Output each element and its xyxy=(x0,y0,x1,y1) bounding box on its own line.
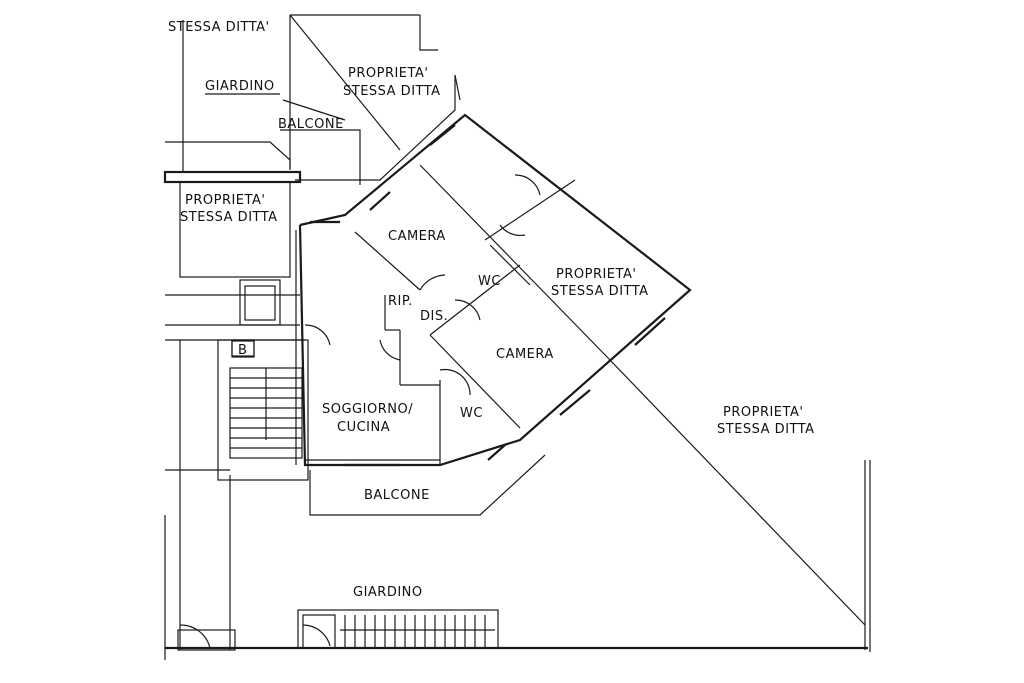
label-proprieta-far-2: STESSA DITTA xyxy=(717,422,815,437)
label-proprieta-top-2: STESSA DITTA xyxy=(343,84,441,99)
label-proprieta-far: PROPRIETA' xyxy=(723,405,803,420)
label-proprieta-left-2: STESSA DITTA xyxy=(180,210,278,225)
label-stessa-ditta-top: STESSA DITTA' xyxy=(168,20,270,35)
label-proprieta-right: PROPRIETA' xyxy=(556,267,636,282)
label-dis: DIS. xyxy=(420,309,448,324)
label-giardino-bottom: GIARDINO xyxy=(353,585,423,600)
label-balcone-bottom: BALCONE xyxy=(364,488,430,503)
label-stair-b: B xyxy=(238,343,247,358)
label-camera-2: CAMERA xyxy=(496,347,554,362)
label-cucina: CUCINA xyxy=(337,420,390,435)
walls xyxy=(163,14,871,660)
label-wc-2: WC xyxy=(460,406,483,421)
label-balcone-top: BALCONE xyxy=(278,117,344,132)
label-proprieta-right-2: STESSA DITTA xyxy=(551,284,649,299)
stair-b-box xyxy=(231,340,255,358)
label-proprieta-top: PROPRIETA' xyxy=(348,66,428,81)
room-labels: STESSA DITTA' GIARDINO PROPRIETA' STESSA… xyxy=(168,20,815,600)
label-wc-1: WC xyxy=(478,274,501,289)
label-soggiorno: SOGGIORNO/ xyxy=(322,402,413,417)
stair-treads xyxy=(230,368,302,449)
label-rip: RIP. xyxy=(388,294,413,309)
garden-stair-treads xyxy=(340,615,495,648)
label-proprieta-left: PROPRIETA' xyxy=(185,193,265,208)
label-giardino-top: GIARDINO xyxy=(205,79,275,94)
label-camera-1: CAMERA xyxy=(388,229,446,244)
